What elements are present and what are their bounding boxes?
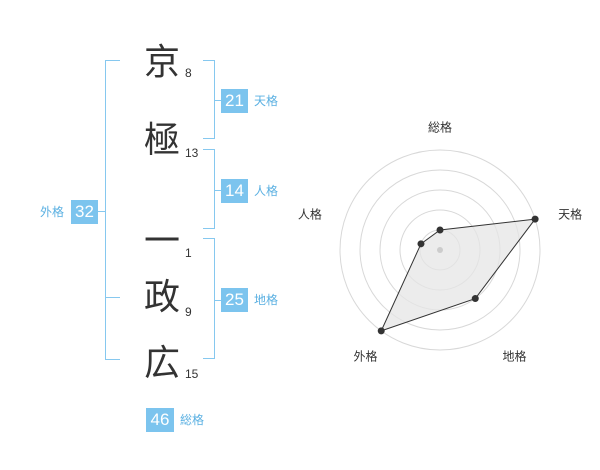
radar-point — [531, 215, 539, 223]
radar-axis-label: 総格 — [428, 120, 452, 135]
chikaku-label: 地格 — [254, 293, 279, 307]
radar-axis-label: 天格 — [558, 206, 582, 221]
gaikaku-bracket-mid-tick — [93, 211, 105, 212]
jinkaku-bracket-tick — [215, 190, 221, 191]
gaikaku-bracket — [105, 60, 120, 360]
jinkaku-label: 人格 — [254, 184, 279, 198]
stroke-count-5: 15 — [185, 367, 199, 381]
radar-axis-label: 外格 — [353, 349, 377, 364]
stroke-count-3: 1 — [185, 246, 192, 260]
name-char-5: 広 — [143, 343, 180, 384]
chikaku-value: 25 — [221, 288, 248, 312]
name-char-2: 極 — [143, 120, 180, 161]
jinkaku-bracket — [203, 149, 215, 229]
jinkaku-value: 14 — [221, 179, 248, 203]
tenkaku-bracket — [203, 60, 215, 139]
radar-point — [471, 295, 479, 303]
tenkaku-label: 天格 — [254, 94, 279, 108]
radar-center-dot — [437, 247, 443, 253]
stroke-count-2: 13 — [185, 146, 199, 160]
radar-grid-ring — [359, 169, 521, 331]
radar-point — [417, 240, 425, 248]
name-char-3: 一 — [143, 221, 180, 262]
radar-area — [380, 218, 537, 332]
name-char-4: 政 — [143, 277, 180, 318]
radar-axis-label: 人格 — [298, 206, 322, 221]
gaikaku-label: 外格 — [40, 205, 65, 219]
radar-point — [436, 226, 444, 234]
radar-axis-label: 地格 — [503, 349, 527, 364]
chikaku-bracket-tick — [215, 300, 221, 301]
gaikaku-bracket-inner-tick — [105, 297, 120, 298]
radar-grid-ring — [339, 149, 541, 351]
gaikaku-value: 32 — [71, 200, 98, 224]
tenkaku-value: 21 — [221, 89, 248, 113]
chikaku-bracket — [203, 238, 215, 359]
stroke-count-1: 8 — [185, 66, 192, 80]
stroke-count-4: 9 — [185, 305, 192, 319]
name-char-1: 京 — [143, 42, 180, 83]
tenkaku-bracket-tick — [215, 100, 221, 101]
soukaku-label: 総格 — [180, 413, 205, 427]
radar-point — [377, 327, 385, 335]
soukaku-value: 46 — [146, 408, 174, 432]
